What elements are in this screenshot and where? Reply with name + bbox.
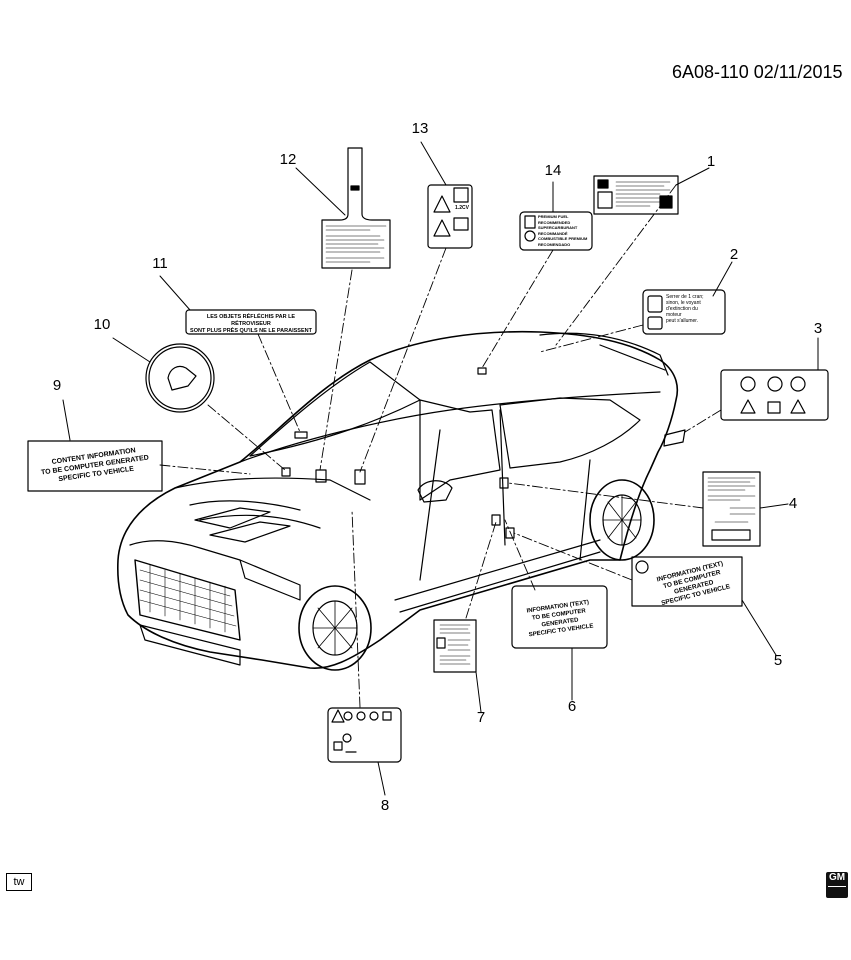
callout-1: 1 xyxy=(706,153,716,170)
diagram-reference-code: 6A08-110 02/11/2015 xyxy=(672,62,843,82)
callout-2: 2 xyxy=(729,246,739,263)
tw-badge: tw xyxy=(6,873,32,891)
label-8 xyxy=(327,707,402,763)
label-9 xyxy=(27,440,163,492)
label-10 xyxy=(145,343,215,413)
label-11 xyxy=(185,309,317,335)
callout-8: 8 xyxy=(380,797,390,814)
label-7 xyxy=(433,619,477,673)
callout-10: 10 xyxy=(93,316,111,333)
label-2-text: Serrer de 1 cran; sinon, le voyant d'ext… xyxy=(666,294,704,324)
callout-6: 6 xyxy=(567,698,577,715)
label-5 xyxy=(631,556,743,607)
callout-7: 7 xyxy=(476,709,486,726)
label-1 xyxy=(593,175,679,215)
label-6 xyxy=(511,585,608,649)
label-4 xyxy=(702,471,761,547)
gm-logo-text: GM xyxy=(828,872,846,883)
callout-3: 3 xyxy=(813,320,823,337)
leader-lines xyxy=(159,184,722,708)
label-13-text: 1.2CV xyxy=(455,205,469,211)
callout-14: 14 xyxy=(544,162,562,179)
callout-13: 13 xyxy=(411,120,429,137)
callout-9: 9 xyxy=(52,377,62,394)
label-14-text: PREMIUM FUEL RECOMMENDED SUPERCARBURANT … xyxy=(538,214,588,247)
gm-logo: GM xyxy=(826,872,848,898)
label-3 xyxy=(720,369,829,421)
label-13 xyxy=(427,184,473,249)
label-12 xyxy=(321,147,391,269)
callout-leaders xyxy=(62,141,819,796)
label-11-text: LES OBJETS RÉFLÉCHIS PAR LE RÉTROVISEUR … xyxy=(190,314,312,334)
label-14 xyxy=(519,211,593,251)
callout-11: 11 xyxy=(152,255,168,272)
label-2 xyxy=(642,289,726,335)
callout-5: 5 xyxy=(773,652,783,669)
car-illustration xyxy=(117,330,686,671)
callout-12: 12 xyxy=(279,151,297,168)
callout-4: 4 xyxy=(788,495,798,512)
